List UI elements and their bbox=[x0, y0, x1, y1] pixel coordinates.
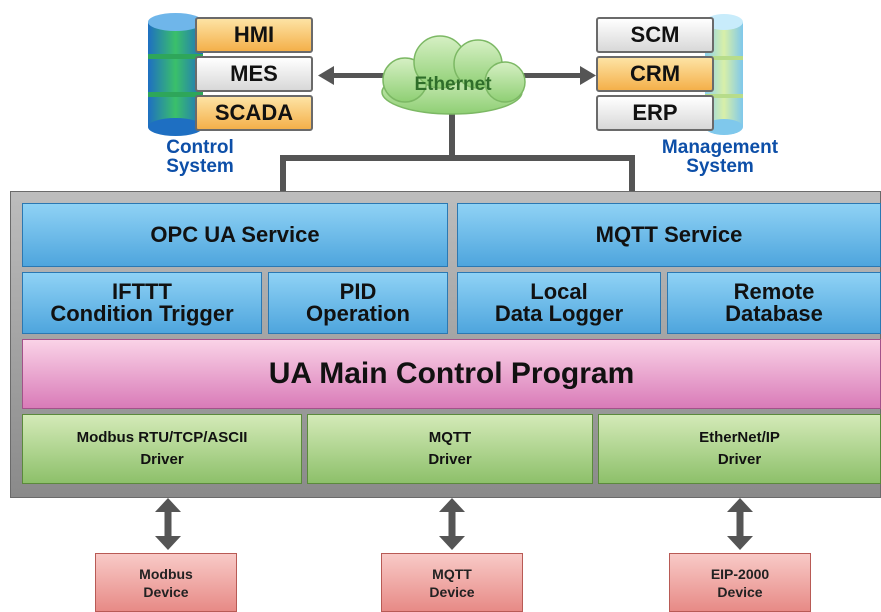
logger-box: Local Data Logger bbox=[457, 272, 661, 334]
modbus-driver-label: Modbus RTU/TCP/ASCII Driver bbox=[76, 429, 248, 468]
arrow-control-ethernet bbox=[318, 66, 392, 85]
pid-box: PID Operation bbox=[268, 272, 448, 334]
control-system-title: Control System bbox=[166, 137, 234, 177]
modbus-driver-box: Modbus RTU/TCP/ASCII Driver bbox=[22, 414, 302, 484]
mqtt-device-label: MQTT Device bbox=[429, 565, 475, 600]
erp-label: ERP bbox=[596, 95, 714, 131]
ifttt-label: IFTTT Condition Trigger bbox=[50, 279, 234, 326]
arrow-eip-device bbox=[727, 498, 753, 550]
crm-label: CRM bbox=[596, 56, 714, 92]
ethernet-cloud-icon bbox=[381, 35, 526, 115]
mqtt-driver-label: MQTT Driver bbox=[428, 429, 472, 468]
mqtt-device-box: MQTT Device bbox=[381, 553, 523, 612]
network-connector bbox=[280, 112, 635, 192]
opc-ua-service-label: OPC UA Service bbox=[150, 222, 320, 247]
data-logger-label: Local Data Logger bbox=[494, 279, 624, 326]
management-system-title: Management System bbox=[661, 137, 779, 177]
modbus-device-box: Modbus Device bbox=[95, 553, 237, 612]
eip-device-box: EIP-2000 Device bbox=[669, 553, 811, 612]
ethernetip-driver-box: EtherNet/IP Driver bbox=[598, 414, 881, 484]
remote-db-box: Remote Database bbox=[667, 272, 881, 334]
scm-label: SCM bbox=[596, 17, 714, 53]
mes-label: MES bbox=[195, 56, 313, 92]
mqtt-service-box: MQTT Service bbox=[457, 203, 881, 267]
ifttt-box: IFTTT Condition Trigger bbox=[22, 272, 262, 334]
pid-label: PID Operation bbox=[306, 279, 410, 326]
ethernet-label: Ethernet bbox=[414, 74, 492, 95]
arrow-ethernet-management bbox=[520, 66, 596, 85]
mqtt-service-label: MQTT Service bbox=[595, 222, 743, 247]
ua-main-program-box: UA Main Control Program bbox=[22, 339, 881, 409]
ethernetip-driver-label: EtherNet/IP Driver bbox=[699, 429, 780, 468]
arrow-modbus-device bbox=[155, 498, 181, 550]
arrow-mqtt-device bbox=[439, 498, 465, 550]
ua-main-program-label: UA Main Control Program bbox=[268, 357, 635, 390]
hmi-label: HMI bbox=[195, 17, 313, 53]
mqtt-driver-box: MQTT Driver bbox=[307, 414, 593, 484]
control-system-database-icon bbox=[148, 13, 203, 136]
scada-label: SCADA bbox=[195, 95, 313, 131]
remote-database-label: Remote Database bbox=[725, 279, 823, 326]
eip-device-label: EIP-2000 Device bbox=[710, 565, 770, 600]
modbus-device-label: Modbus Device bbox=[139, 565, 193, 600]
opc-ua-service-box: OPC UA Service bbox=[22, 203, 448, 267]
